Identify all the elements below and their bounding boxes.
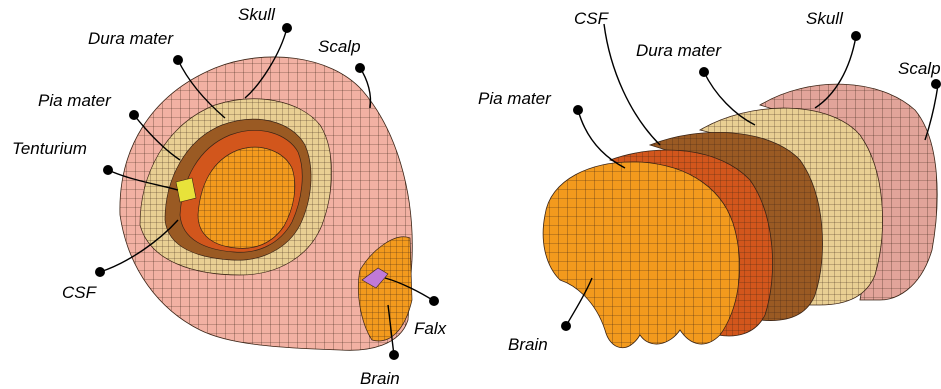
label-scalp-right: Scalp	[898, 59, 941, 78]
label-brain-right: Brain	[508, 335, 548, 354]
dot-brain-right	[561, 321, 571, 331]
leader-scalp-right	[925, 85, 938, 140]
label-tenturium-left: Tenturium	[12, 139, 87, 158]
label-scalp-left: Scalp	[318, 37, 361, 56]
dot-scalp-left	[355, 63, 365, 73]
label-brain-left: Brain	[360, 369, 400, 388]
label-csf-right: CSF	[574, 9, 610, 28]
dot-dura-left	[173, 55, 183, 65]
dot-brain-left	[389, 350, 399, 360]
dot-falx-left	[429, 296, 439, 306]
dot-skull-right	[851, 31, 861, 41]
dot-csf-left	[95, 267, 105, 277]
label-pia-mater-right: Pia mater	[478, 89, 552, 108]
label-pia-mater-left: Pia mater	[38, 91, 112, 110]
dot-tenturium-left	[103, 165, 113, 175]
label-dura-mater-right: Dura mater	[636, 41, 722, 60]
dot-pia-right	[573, 105, 583, 115]
label-csf-left: CSF	[62, 283, 98, 302]
dot-skull-left	[282, 23, 292, 33]
label-skull-left: Skull	[238, 5, 276, 24]
left-tenturium-patch	[176, 178, 196, 202]
right-head-model	[543, 84, 937, 348]
dot-dura-right	[699, 67, 709, 77]
label-falx-left: Falx	[414, 319, 447, 338]
dot-pia-left	[129, 110, 139, 120]
dot-scalp-right	[931, 79, 941, 89]
left-head-model	[120, 57, 412, 350]
label-skull-right: Skull	[806, 9, 844, 28]
label-dura-mater-left: Dura mater	[88, 29, 174, 48]
